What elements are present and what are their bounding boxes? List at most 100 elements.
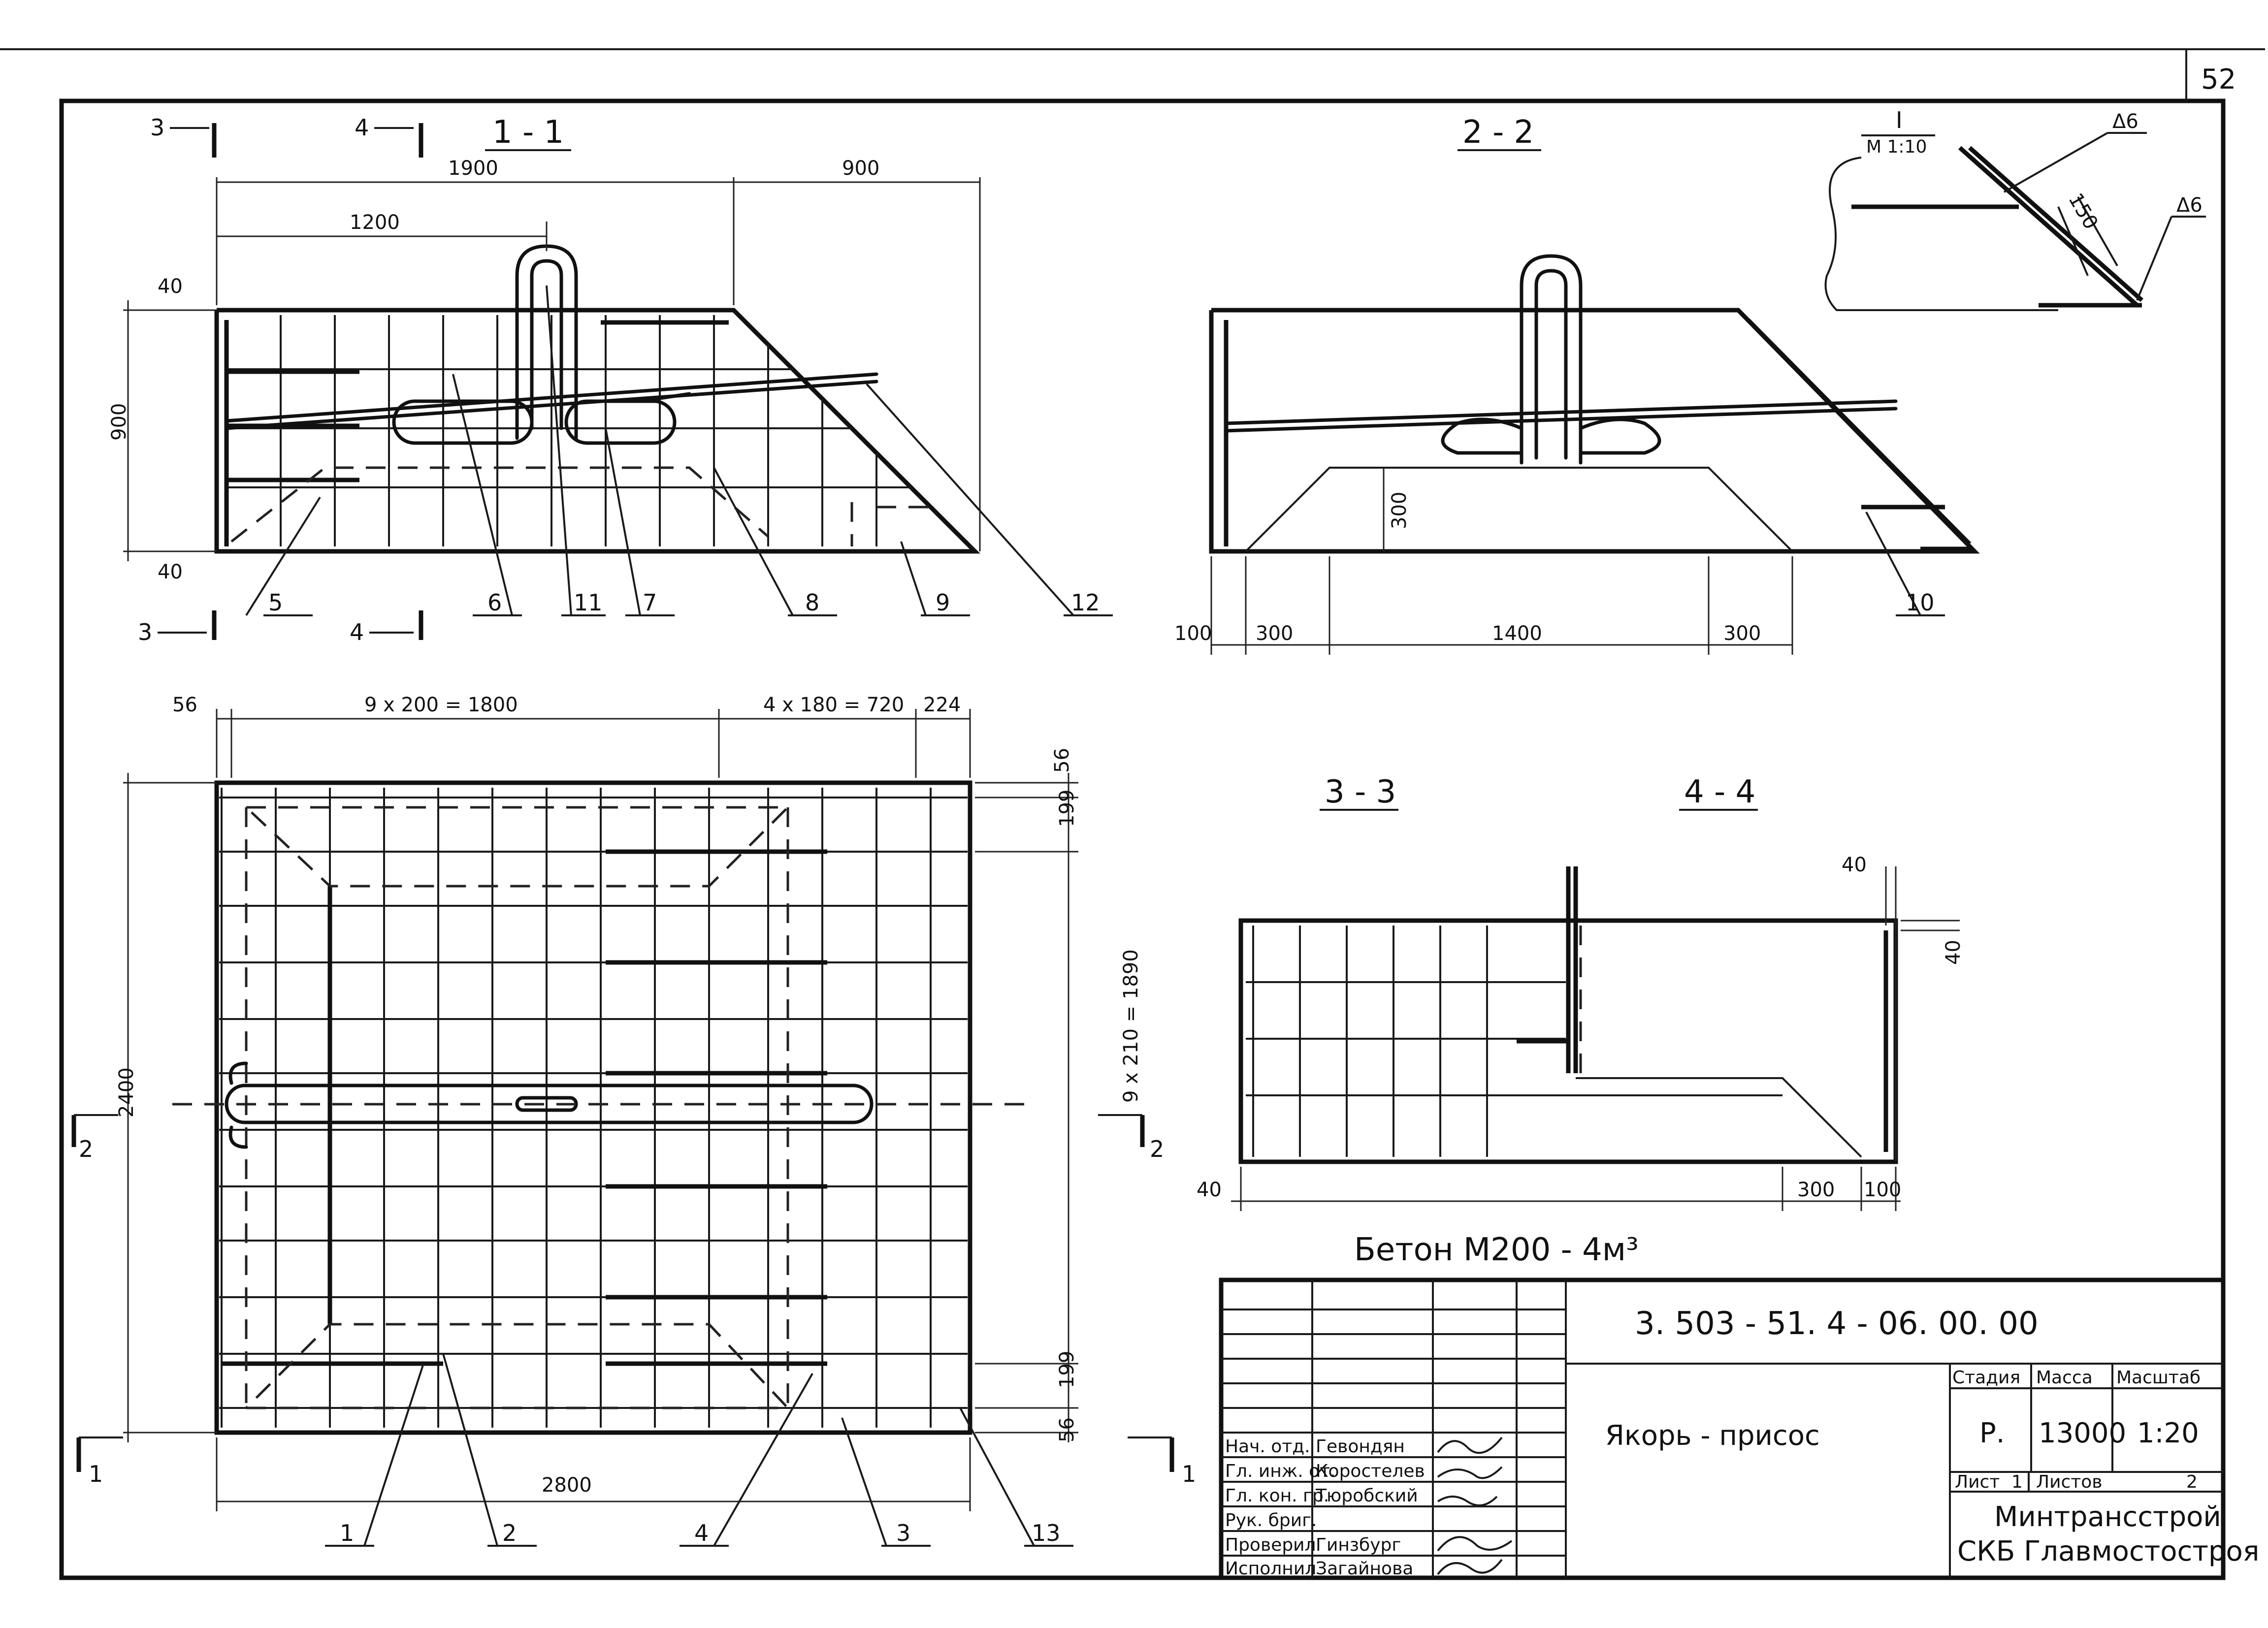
staff-name: Коростелев — [1316, 1461, 1425, 1481]
staff-name: Загайнова — [1316, 1559, 1413, 1579]
section-title-4-4: 4 - 4 — [1684, 774, 1755, 810]
callout-10: 10 — [1906, 589, 1935, 616]
dim-224: 224 — [923, 694, 961, 716]
sheet-number: 1 — [2011, 1472, 2023, 1492]
callout-2: 2 — [502, 1520, 517, 1546]
sheets-total: 2 — [2186, 1472, 2198, 1492]
mass-value: 13000 — [2039, 1417, 2126, 1449]
dim-9x200: 9 х 200 = 1800 — [364, 694, 518, 716]
dim-100-section: 100 — [1864, 1179, 1901, 1201]
cut-mark-1-right: 1 — [1182, 1461, 1196, 1487]
dim-199-bottom: 199 — [1056, 1351, 1078, 1388]
horizontal-loop-right — [564, 399, 677, 445]
dim-40-section-top: 40 — [1842, 854, 1867, 876]
dim-9x210: 9 х 210 = 1890 — [1120, 949, 1142, 1103]
horizontal-loop-left — [392, 399, 534, 445]
weld-6-right: Δ6 — [2176, 194, 2203, 217]
dim-300-right: 300 — [1723, 622, 1761, 645]
staff-name: Гевондян — [1316, 1436, 1405, 1457]
dim-40-section-right: 40 — [1942, 940, 1965, 965]
sheet-label: Лист — [1955, 1472, 2000, 1492]
org-line2: СКБ Главмостостроя — [1957, 1535, 2259, 1567]
section-title-1-1: 1 - 1 — [492, 114, 564, 151]
detail-scale: М 1:10 — [1866, 137, 1927, 157]
callout-1: 1 — [340, 1520, 354, 1546]
callout-13: 13 — [1032, 1520, 1061, 1546]
callout-4: 4 — [694, 1520, 709, 1546]
dim-199-top: 199 — [1056, 790, 1078, 827]
section-1-1-grid — [224, 315, 911, 546]
callout-8: 8 — [805, 589, 819, 616]
section-2-2: 2 - 2 100 300 1400 300 300 10 — [1174, 114, 1980, 655]
dim-40-top: 40 — [158, 275, 183, 298]
col-mass: Масса — [2036, 1368, 2093, 1388]
dim-56-right-bottom: 56 — [1056, 1417, 1078, 1442]
cut-mark-2-right: 2 — [1150, 1136, 1164, 1162]
callout-9: 9 — [936, 589, 950, 616]
plan-anchor-loop — [225, 1084, 874, 1124]
cut-mark-3-bottom: 3 — [138, 619, 152, 645]
detail-i: I М 1:10 Δ6 Δ6 150 — [1824, 107, 2206, 311]
anchor-loop-2-2 — [1520, 254, 1583, 465]
dim-2400: 2400 — [115, 1067, 138, 1117]
callout-3: 3 — [896, 1520, 910, 1546]
callout-11: 11 — [574, 589, 603, 616]
cut-mark-3-top: 3 — [150, 114, 164, 141]
staff-role: Гл. кон. гр. — [1225, 1486, 1329, 1506]
plan-grid — [219, 788, 968, 1428]
dim-56-right-top: 56 — [1051, 748, 1073, 773]
dim-1200: 1200 — [350, 211, 400, 234]
cut-mark-1-left: 1 — [89, 1461, 103, 1487]
staff-name: Гинзбург — [1316, 1535, 1401, 1555]
dim-1400: 1400 — [1492, 622, 1542, 645]
staff-role: Исполнил — [1225, 1559, 1316, 1579]
col-stage: Стадия — [1952, 1368, 2020, 1388]
dim-900: 900 — [842, 157, 879, 180]
sheets-label: Листов — [2036, 1472, 2102, 1492]
doc-code: 3. 503 - 51. 4 - 06. 00. 00 — [1635, 1306, 2039, 1342]
dim-1900: 1900 — [448, 157, 498, 180]
dim-300-section: 300 — [1797, 1179, 1835, 1201]
dim-100: 100 — [1174, 622, 1212, 645]
drawing-frame — [59, 98, 2226, 1580]
dim-56-top: 56 — [172, 694, 197, 716]
dim-900-vertical: 900 — [108, 403, 130, 441]
callout-5: 5 — [268, 589, 283, 616]
callout-6: 6 — [487, 589, 502, 616]
cut-mark-4-bottom: 4 — [350, 619, 364, 645]
concrete-note: Бетон М200 - 4м³ — [1354, 1232, 1639, 1268]
section-title-2-2: 2 - 2 — [1462, 114, 1534, 151]
cut-mark-4-top: 4 — [355, 114, 369, 141]
scale-value: 1:20 — [2137, 1417, 2199, 1449]
page-number: 52 — [2201, 64, 2236, 96]
weld-6-top: Δ6 — [2112, 110, 2138, 133]
dim-150: 150 — [2064, 190, 2102, 233]
drawing-name: Якорь - присос — [1605, 1420, 1820, 1452]
callouts-section-1-1: 5 6 11 7 8 9 12 — [245, 285, 1113, 616]
dim-40-section-left: 40 — [1197, 1179, 1222, 1201]
staff-role: Проверил — [1225, 1535, 1316, 1555]
section-title-3-3: 3 - 3 — [1325, 774, 1396, 810]
dim-300-height: 300 — [1388, 492, 1411, 529]
staff-role: Гл. инж. от. — [1225, 1461, 1336, 1481]
callout-7: 7 — [643, 589, 657, 616]
callouts-plan: 1 2 4 3 13 — [325, 1353, 1073, 1547]
col-scale: Масштаб — [2116, 1368, 2201, 1388]
staff-role: Нач. отд. — [1225, 1436, 1310, 1457]
signatures — [1437, 1436, 1513, 1575]
dim-300-left: 300 — [1256, 622, 1293, 645]
callout-12: 12 — [1071, 589, 1100, 616]
stage-value: Р. — [1979, 1417, 2005, 1449]
dim-2800: 2800 — [542, 1474, 592, 1497]
detail-title: I — [1896, 107, 1903, 133]
org-line1: Минтрансстрой — [1994, 1501, 2221, 1533]
cut-mark-2-left: 2 — [79, 1136, 93, 1162]
staff-name: Тюробский — [1315, 1486, 1418, 1506]
title-block: 3. 503 - 51. 4 - 06. 00. 00 Якорь - прис… — [1219, 1277, 2259, 1580]
section-3-3-4-4: 3 - 3 4 - 4 40 40 40 300 100 — [1197, 774, 1965, 1211]
section-1-1: 1 - 1 — [108, 114, 1113, 645]
dim-40-bottom: 40 — [158, 561, 183, 583]
staff-role: Рук. бриг. — [1225, 1510, 1317, 1531]
staff-rows: Нач. отд. Гевондян Гл. инж. от. Коростел… — [1225, 1436, 1425, 1579]
